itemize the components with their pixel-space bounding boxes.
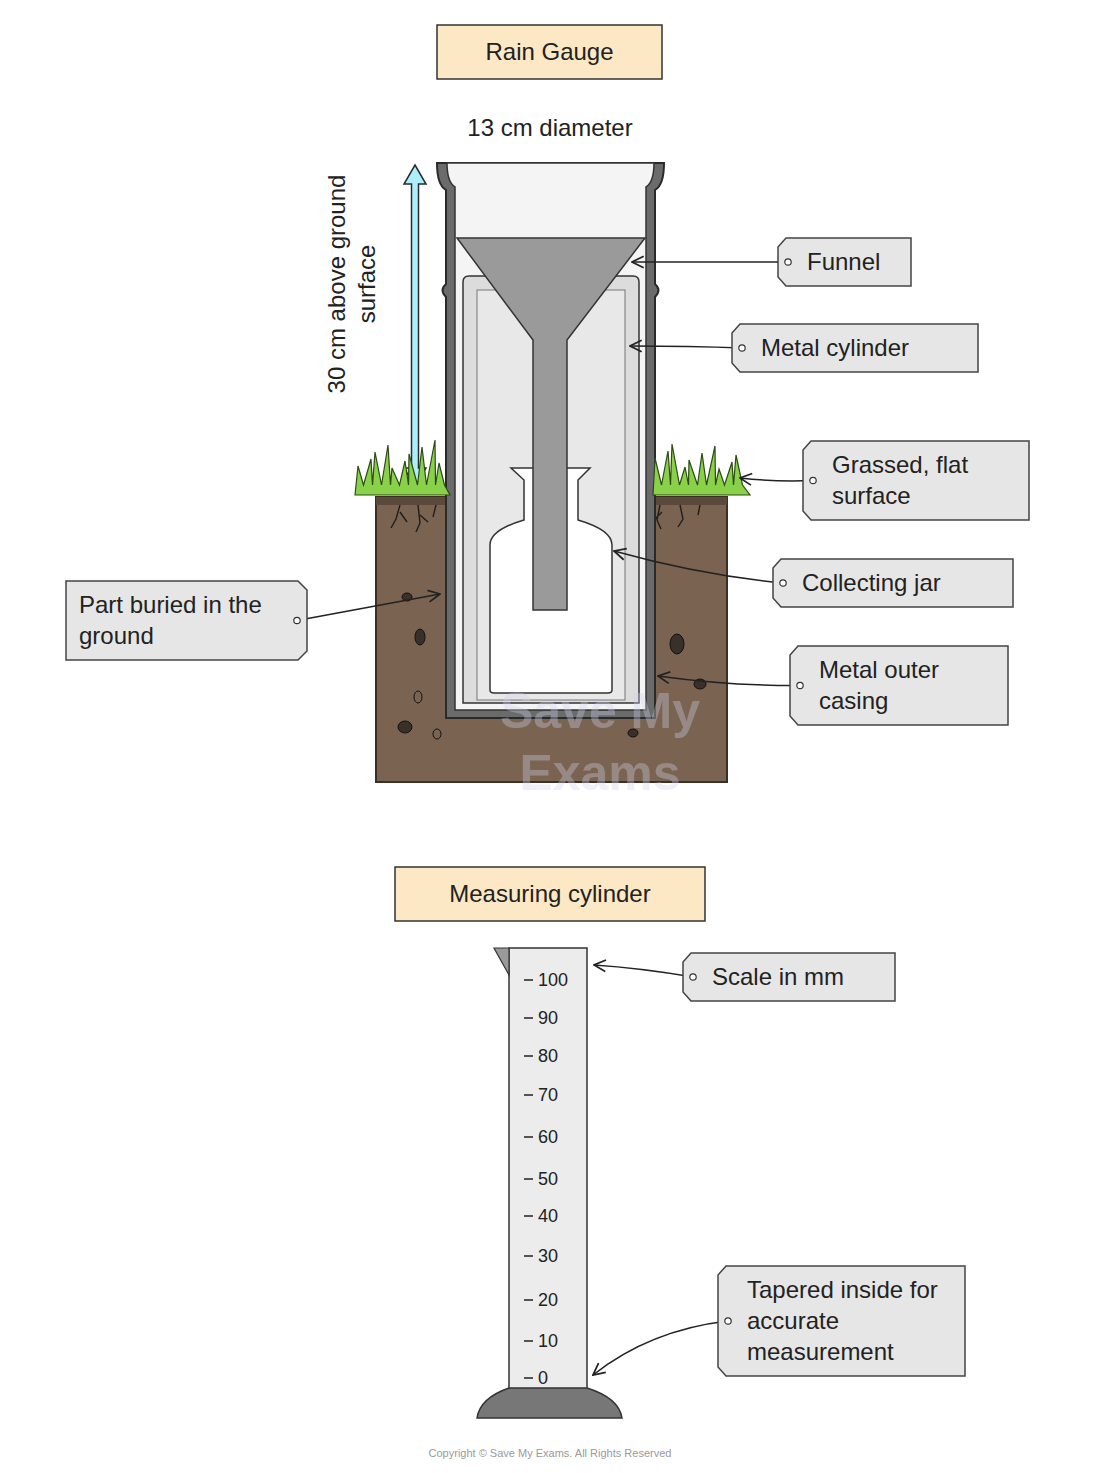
tag-fill: [773, 559, 1013, 607]
callout-tag: Grassed, flat surface: [802, 440, 1030, 521]
scale-number: 20: [538, 1289, 558, 1312]
part-label: Collecting jar: [802, 567, 1002, 598]
part-label: Tapered inside for accurate measurement: [747, 1274, 954, 1368]
scale-number: 90: [538, 1007, 558, 1030]
leader-line: [632, 261, 788, 263]
scale-number: 100: [538, 969, 568, 992]
part-label: Funnel: [807, 246, 900, 277]
scale-tick: [524, 1094, 533, 1096]
pebble: [433, 729, 441, 739]
leader-line: [630, 346, 742, 348]
tag-hole: [780, 580, 786, 586]
tag-hole: [690, 974, 696, 980]
heading-box-fill: [395, 867, 705, 921]
part-label: Scale in mm: [712, 961, 884, 992]
part-label: Metal outer casing: [819, 654, 997, 716]
callout-tag: Tapered inside for accurate measurement: [717, 1265, 966, 1377]
heading-box-fill: [437, 25, 662, 79]
tag-hole: [294, 617, 300, 623]
tag-fill: [732, 324, 978, 372]
funnel: [457, 238, 645, 610]
callout-tag: Funnel: [777, 237, 912, 287]
watermark: Save My Exams: [460, 680, 740, 805]
tag-fill: [718, 1266, 965, 1376]
scale-tick: [524, 1017, 533, 1019]
scale-tick: [524, 1178, 533, 1180]
pebble: [415, 629, 425, 645]
callout-tag: Metal outer casing: [789, 645, 1009, 726]
scale-number: 80: [538, 1045, 558, 1068]
pebble: [670, 634, 684, 654]
dimension-label: 30 cm above ground surface: [322, 134, 382, 434]
callout-tag: Part buried in the ground: [65, 580, 308, 661]
scale-tick: [524, 979, 533, 981]
scale-tick: [524, 1055, 533, 1057]
leader-line: [614, 551, 783, 583]
tag-fill: [790, 646, 1008, 725]
tag-fill: [683, 953, 895, 1001]
leader-line: [297, 594, 440, 621]
callout-tag: Metal cylinder: [731, 323, 979, 373]
tag-fill: [778, 238, 911, 286]
cylinder-base: [477, 1388, 622, 1418]
pebble: [398, 721, 412, 733]
scale-number: 60: [538, 1126, 558, 1149]
tag-fill: [66, 581, 307, 660]
heading-box: Rain Gauge: [436, 24, 663, 80]
part-label: Metal cylinder: [761, 332, 967, 363]
scale-number: 10: [538, 1330, 558, 1353]
scale-tick: [524, 1299, 533, 1301]
callout-tag: Scale in mm: [682, 952, 896, 1002]
grass-tuft: [653, 444, 750, 495]
cylinder-body: [509, 948, 587, 1394]
scale-number: 50: [538, 1168, 558, 1191]
scale-number: 70: [538, 1084, 558, 1107]
scale-tick: [524, 1255, 533, 1257]
callout-tag: Collecting jar: [772, 558, 1014, 608]
heading-text: Rain Gauge: [450, 36, 649, 67]
height-arrow: [404, 165, 426, 487]
heading-box: Measuring cylinder: [394, 866, 706, 922]
part-label: Grassed, flat surface: [832, 449, 1018, 511]
cylinder-spout: [494, 948, 509, 975]
tag-hole: [725, 1318, 731, 1324]
pebble: [414, 691, 422, 703]
tag-hole: [797, 682, 803, 688]
scale-tick: [524, 1136, 533, 1138]
scale-number: 0: [538, 1367, 548, 1390]
leader-line: [594, 965, 693, 977]
part-label: Part buried in the ground: [79, 589, 278, 651]
outer-casing: [437, 163, 664, 718]
tag-hole: [810, 477, 816, 483]
copyright-note: Copyright © Save My Exams. All Rights Re…: [350, 1447, 750, 1461]
scale-tick: [524, 1215, 533, 1217]
scale-tick: [524, 1377, 533, 1379]
leader-line: [740, 478, 813, 481]
heading-text: Measuring cylinder: [408, 878, 692, 909]
tag-fill: [803, 441, 1029, 520]
dimension-label: 13 cm diameter: [420, 113, 680, 143]
grass-tuft: [355, 440, 450, 495]
scale-tick: [524, 1340, 533, 1342]
leader-line: [593, 1321, 728, 1375]
tag-hole: [785, 259, 791, 265]
tag-hole: [739, 345, 745, 351]
scale-number: 40: [538, 1205, 558, 1228]
casing-inside: [447, 163, 654, 710]
scale-number: 30: [538, 1245, 558, 1268]
